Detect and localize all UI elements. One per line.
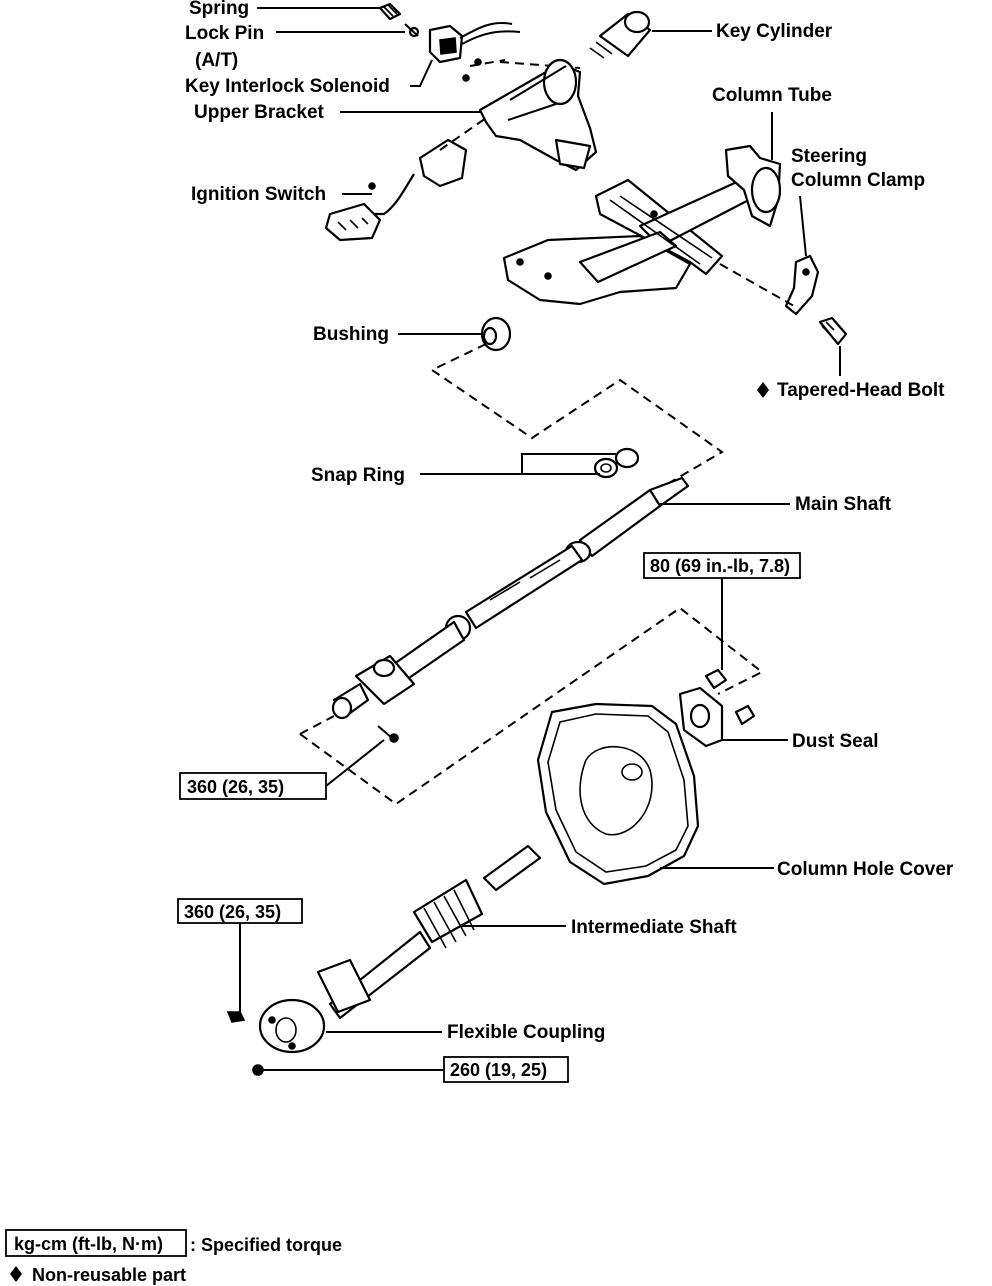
intermediate-shaft-part <box>316 844 542 1020</box>
spring-part <box>378 2 402 21</box>
torque-box-dust-seal: 80 (69 in.-lb, 7.8) <box>643 552 801 579</box>
upper-bracket-part <box>478 58 598 172</box>
legend-unit-desc: : Specified torque <box>190 1235 342 1255</box>
diamond-icon <box>10 1266 22 1282</box>
torque-coupling-upper-value: 360 (26, 35) <box>184 902 281 922</box>
torque-box-coupling-lower: 260 (19, 25) <box>443 1056 569 1083</box>
label-upper-bracket: Upper Bracket <box>194 102 325 123</box>
legend-unit-box: kg-cm (ft-lb, N·m) <box>14 1234 163 1254</box>
label-key-cylinder: Key Cylinder <box>716 21 833 42</box>
bushing-part <box>480 316 512 352</box>
label-main-shaft: Main Shaft <box>795 494 892 515</box>
label-column-hole-cover: Column Hole Cover <box>777 859 954 880</box>
column-tube-part <box>502 144 782 306</box>
label-steering-column-clamp-line2: Column Clamp <box>791 170 925 191</box>
label-spring: Spring <box>189 0 249 19</box>
flexible-coupling-part <box>226 998 326 1054</box>
torque-box-main-shaft: 360 (26, 35) <box>179 772 327 800</box>
label-dust-seal: Dust Seal <box>792 731 879 752</box>
torque-box-coupling-upper: 360 (26, 35) <box>177 898 303 924</box>
label-at-note: (A/T) <box>195 50 238 71</box>
label-intermediate-shaft: Intermediate Shaft <box>571 917 737 938</box>
tapered-head-bolt-part <box>818 316 848 346</box>
label-snap-ring: Snap Ring <box>311 465 405 486</box>
label-lock-pin: Lock Pin <box>185 23 264 44</box>
label-tapered-head-bolt: Tapered-Head Bolt <box>777 380 945 401</box>
steering-column-clamp-part <box>784 254 820 316</box>
legend: kg-cm (ft-lb, N·m) : Specified torque No… <box>5 1229 342 1285</box>
ignition-switch-part <box>324 138 468 242</box>
main-shaft-part <box>331 476 690 720</box>
key-cylinder-part <box>589 10 652 59</box>
legend-nonreusable: Non-reusable part <box>32 1265 186 1285</box>
label-flexible-coupling: Flexible Coupling <box>447 1022 605 1043</box>
torque-coupling-lower-value: 260 (19, 25) <box>450 1060 547 1080</box>
label-column-tube: Column Tube <box>712 85 832 106</box>
snap-ring-part <box>593 447 640 479</box>
label-bushing: Bushing <box>313 324 389 345</box>
label-ignition-switch: Ignition Switch <box>191 184 326 205</box>
leader-lines <box>239 7 841 1076</box>
torque-dust-seal-value: 80 (69 in.-lb, 7.8) <box>650 556 790 576</box>
label-steering-column-clamp-line1: Steering <box>791 146 867 167</box>
label-key-interlock-solenoid: Key Interlock Solenoid <box>185 76 390 97</box>
column-hole-cover-part <box>536 702 700 886</box>
torque-main-shaft-value: 360 (26, 35) <box>187 777 284 797</box>
diamond-icon <box>757 382 769 398</box>
lock-pin-part <box>404 23 420 38</box>
key-interlock-solenoid-part <box>428 22 521 82</box>
